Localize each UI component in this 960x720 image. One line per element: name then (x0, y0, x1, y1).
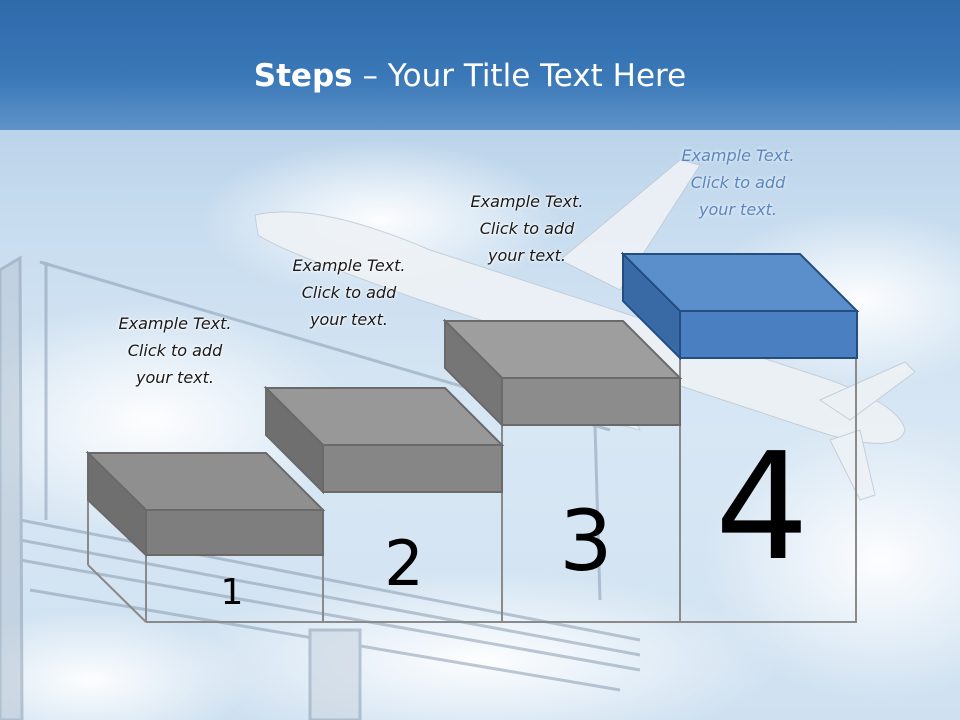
caption-line: Example Text. (681, 146, 795, 165)
caption-line: Click to add (690, 173, 786, 192)
caption-line: Click to add (127, 341, 223, 360)
slide-title-bold: Steps (253, 58, 353, 94)
step-block-4[interactable] (620, 251, 860, 361)
caption-line: your text. (135, 368, 214, 387)
caption-line: Click to add (479, 219, 575, 238)
step-caption-3[interactable]: Example Text. Click to add your text. (452, 188, 602, 269)
caption-line: Example Text. (292, 256, 406, 275)
step-block-2[interactable] (263, 385, 505, 495)
slide-title-rest: – Your Title Text Here (352, 58, 687, 94)
title-bar (0, 0, 960, 130)
step-number-1: 1 (221, 572, 244, 613)
caption-line: your text. (698, 200, 777, 219)
step-caption-2[interactable]: Example Text. Click to add your text. (274, 252, 424, 333)
caption-line: Example Text. (118, 314, 232, 333)
caption-line: Click to add (301, 283, 397, 302)
step-number-4: 4 (715, 421, 809, 593)
caption-line: your text. (487, 246, 566, 265)
step-number-2: 2 (384, 527, 423, 600)
step-caption-4[interactable]: Example Text. Click to add your text. (663, 142, 813, 223)
step-block-3[interactable] (442, 318, 683, 428)
caption-line: Example Text. (470, 192, 584, 211)
step-caption-1[interactable]: Example Text. Click to add your text. (100, 310, 250, 391)
slide-title[interactable]: Steps – Your Title Text Here (0, 54, 940, 98)
caption-line: your text. (309, 310, 388, 329)
step-block-1[interactable] (85, 450, 326, 558)
step-number-3: 3 (559, 492, 612, 590)
